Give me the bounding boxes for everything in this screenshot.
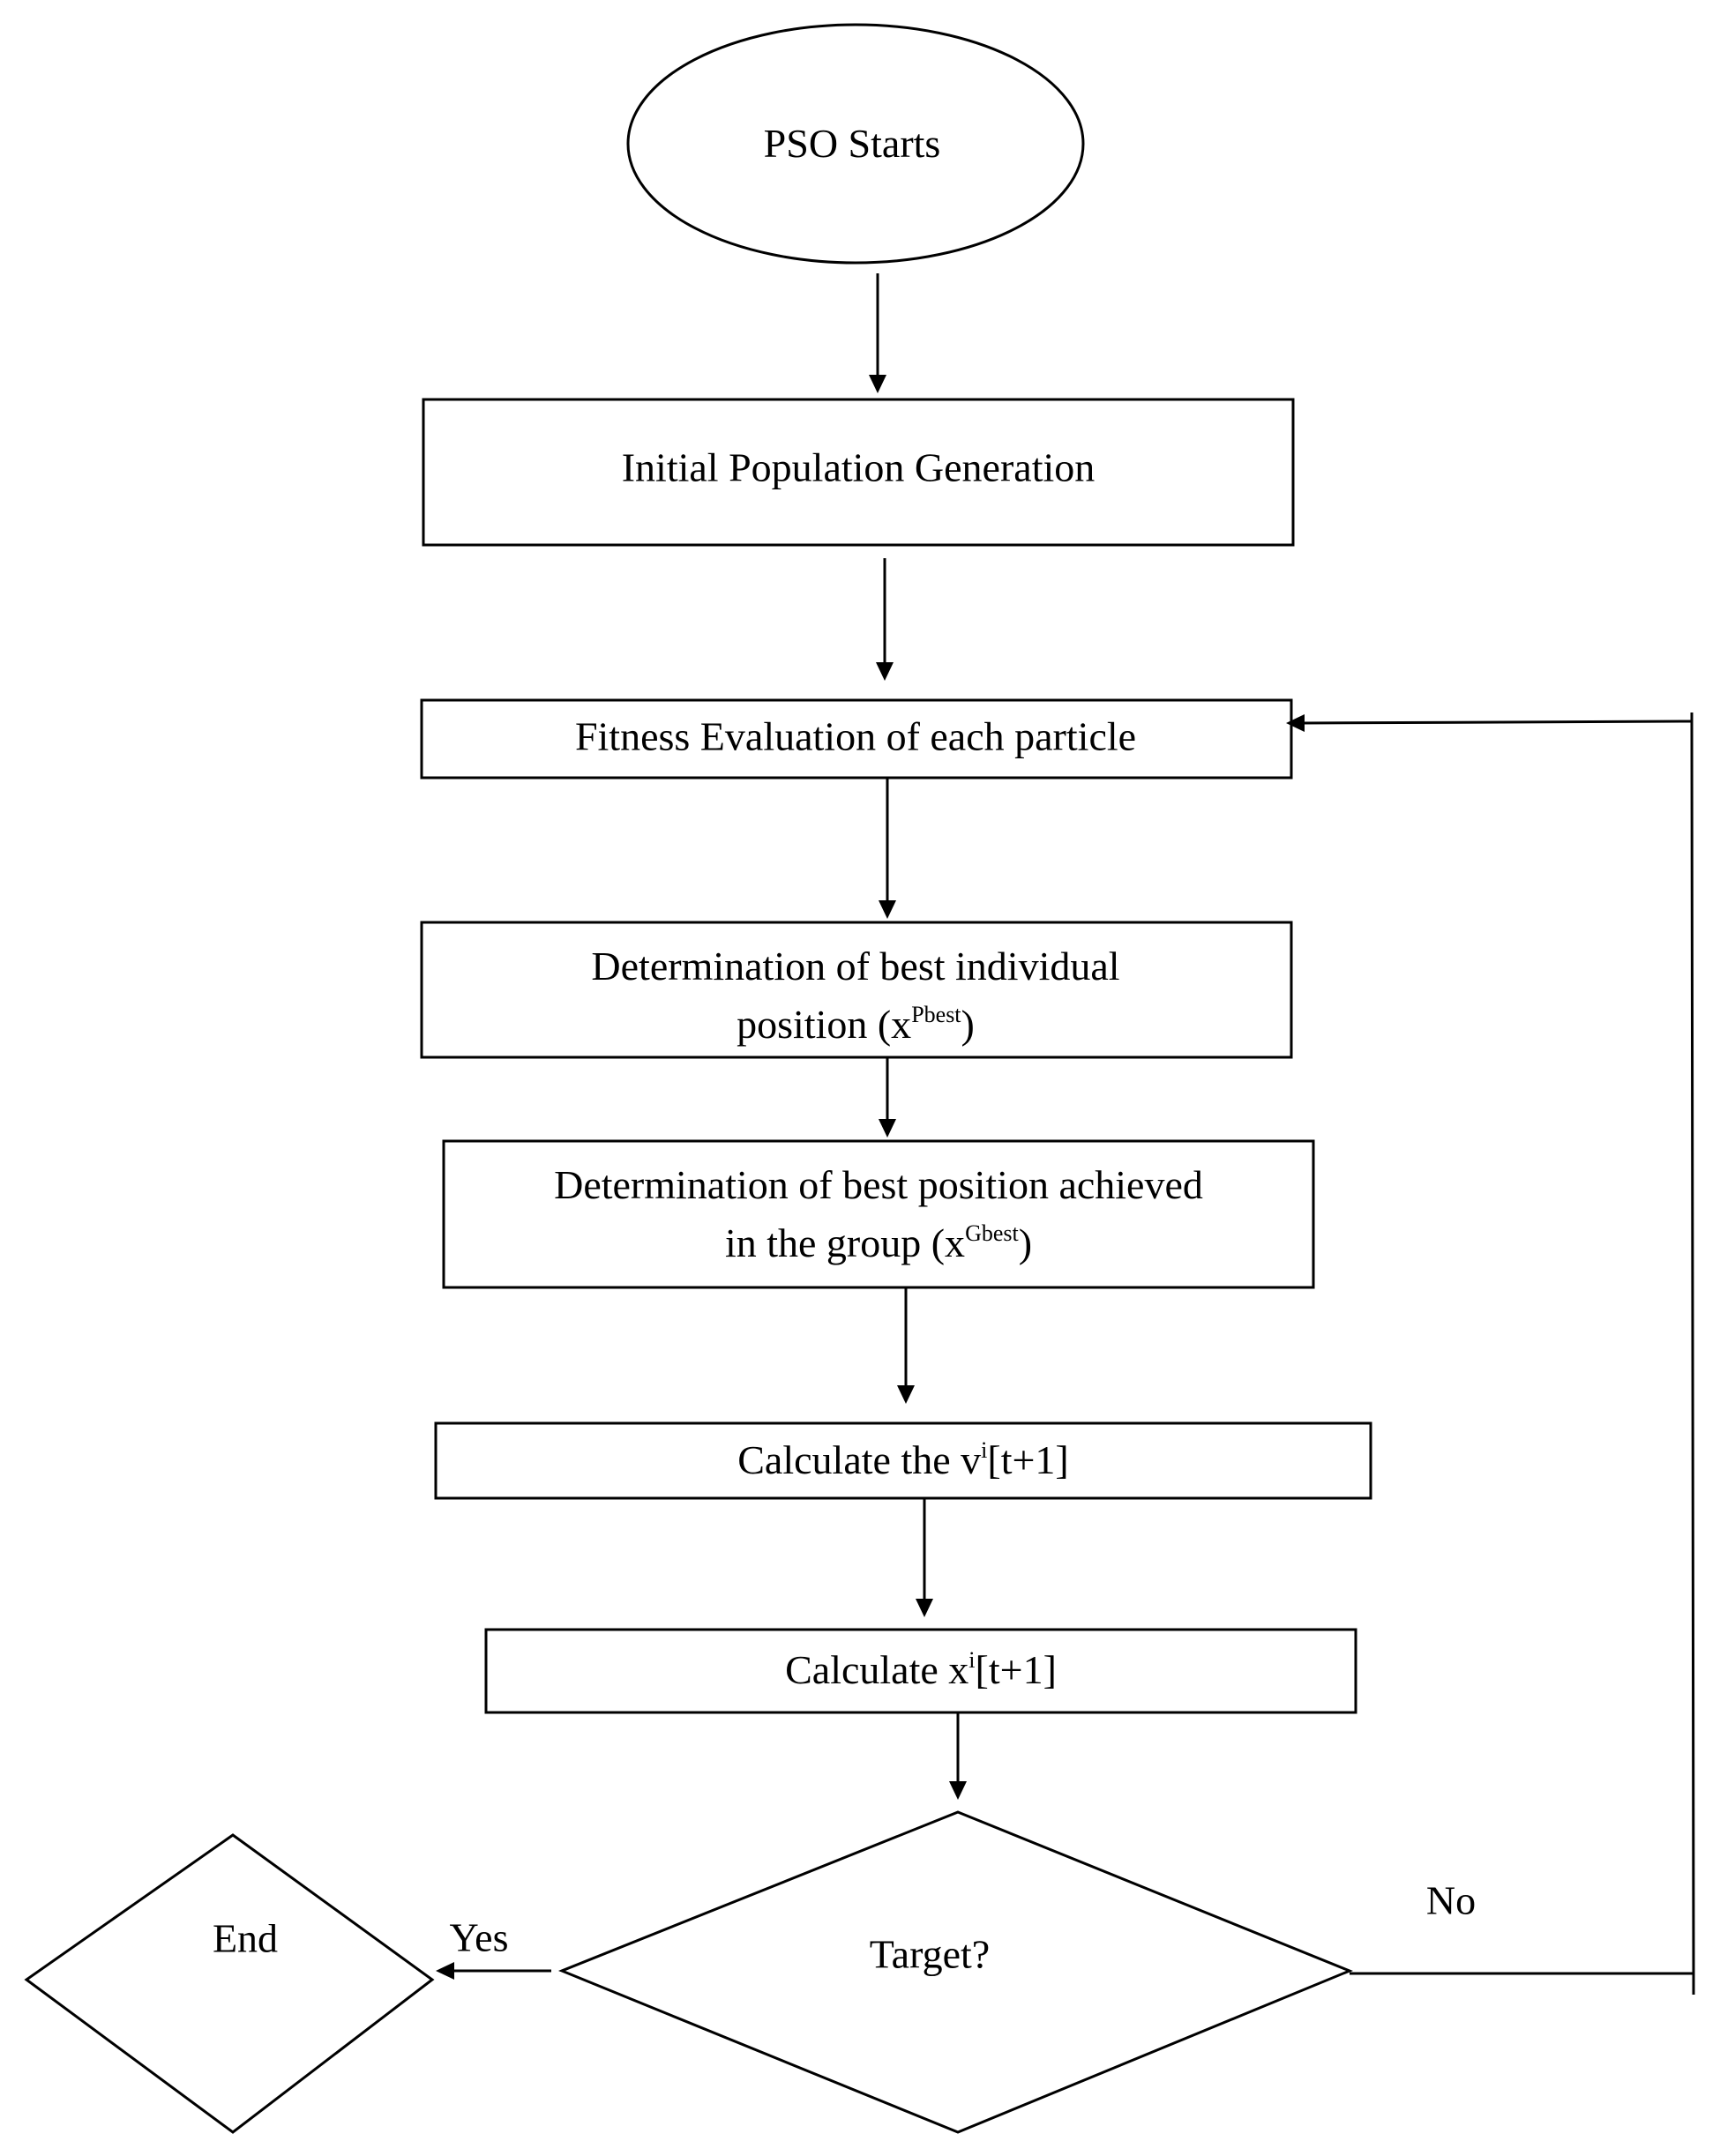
- position-suffix: [t+1]: [976, 1647, 1057, 1692]
- velocity-superscript: i: [981, 1437, 987, 1463]
- velocity-prefix: Calculate the v: [737, 1437, 981, 1482]
- edge-label-yes: Yes: [450, 1915, 509, 1960]
- edge-pbest-gbest-arrowhead: [879, 1119, 896, 1138]
- pbest-label-line2: position (xPbest): [737, 1002, 975, 1047]
- pbest-superscript: Pbest: [911, 1002, 961, 1027]
- edge-decision-fitness-line: [1301, 720, 1695, 1975]
- velocity-suffix: [t+1]: [987, 1437, 1068, 1482]
- edge-position-decision-arrowhead: [949, 1781, 967, 1800]
- edge-velocity-position-arrowhead: [916, 1599, 933, 1617]
- position-superscript: i: [968, 1647, 975, 1673]
- edge-start-to-init: [869, 273, 886, 393]
- edge-fitness-pbest-arrowhead: [879, 900, 896, 919]
- velocity-box: [434, 1421, 1372, 1500]
- end-label: End: [213, 1916, 278, 1961]
- gbest-node: Determination of best position achieved …: [442, 1139, 1315, 1289]
- edge-decision-fitness-arrowhead: [1286, 714, 1305, 732]
- edge-init-fitness-arrowhead: [876, 662, 894, 681]
- gbest-line2-text: in the group (x: [725, 1220, 965, 1265]
- init-box: [422, 398, 1295, 547]
- decision-node: Target?: [557, 1810, 1353, 2134]
- start-node: PSO Starts: [626, 23, 1085, 265]
- edge-start-init-arrowhead: [869, 375, 886, 393]
- edge-position-to-decision: [949, 1712, 967, 1800]
- gbest-label-line2: in the group (xGbest): [725, 1220, 1032, 1265]
- init-label: Initial Population Generation: [622, 445, 1096, 490]
- edge-decision-to-fitness: [1286, 712, 1695, 1995]
- position-box: [484, 1628, 1357, 1714]
- position-prefix: Calculate x: [785, 1647, 968, 1692]
- velocity-label: Calculate the vi[t+1]: [737, 1437, 1068, 1482]
- end-node: End: [24, 1833, 435, 2134]
- gbest-box: [442, 1139, 1315, 1289]
- position-node: Calculate xi[t+1]: [484, 1628, 1357, 1714]
- edge-label-no: No: [1426, 1878, 1476, 1923]
- edge-pbest-to-gbest: [879, 1057, 896, 1138]
- edge-decision-end-arrowhead: [436, 1962, 454, 1980]
- decision-label: Target?: [870, 1932, 990, 1977]
- fitness-node: Fitness Evaluation of each particle: [420, 698, 1293, 780]
- decision-diamond: [557, 1810, 1353, 2134]
- edge-fitness-to-pbest: [879, 778, 896, 919]
- velocity-node: Calculate the vi[t+1]: [434, 1421, 1372, 1500]
- gbest-label-line1: Determination of best position achieved: [554, 1162, 1203, 1207]
- edge-gbest-velocity-arrowhead: [897, 1385, 915, 1404]
- pbest-line2-text: position (x: [737, 1002, 911, 1047]
- start-ellipse: [626, 23, 1085, 265]
- edge-init-to-fitness: [876, 558, 894, 681]
- fitness-label: Fitness Evaluation of each particle: [575, 714, 1136, 759]
- gbest-superscript: Gbest: [965, 1220, 1019, 1246]
- pbest-box: [420, 921, 1293, 1059]
- edge-gbest-to-velocity: [897, 1287, 915, 1404]
- position-label: Calculate xi[t+1]: [785, 1647, 1057, 1692]
- edge-decision-to-end: [436, 1962, 551, 1980]
- start-label: PSO Starts: [764, 121, 941, 166]
- pbest-node: Determination of best individual positio…: [420, 921, 1293, 1059]
- gbest-close: ): [1019, 1220, 1032, 1265]
- fitness-box: [420, 698, 1293, 780]
- pbest-label-line1: Determination of best individual: [591, 944, 1119, 988]
- edge-velocity-to-position: [916, 1498, 933, 1617]
- init-node: Initial Population Generation: [422, 398, 1295, 547]
- end-diamond: [24, 1833, 435, 2134]
- pbest-close: ): [961, 1002, 975, 1047]
